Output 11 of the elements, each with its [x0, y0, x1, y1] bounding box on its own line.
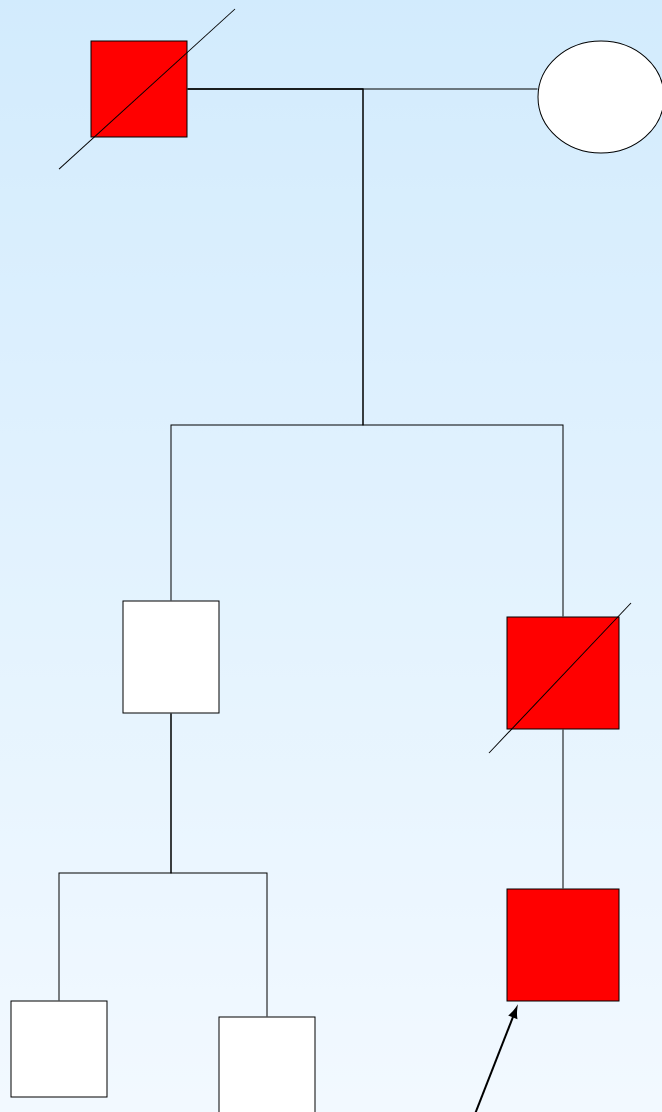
square-symbol	[218, 1016, 316, 1112]
deceased-square-symbol	[488, 602, 632, 754]
square-symbol	[506, 888, 620, 1002]
circle-symbol	[537, 40, 662, 154]
square-symbol	[122, 600, 220, 714]
deceased-square-symbol	[58, 8, 236, 170]
proband-arrow	[474, 1007, 518, 1112]
pedigree-line	[187, 88, 564, 617]
pedigree-line	[562, 729, 564, 889]
pedigree-line	[170, 713, 268, 1017]
square-symbol	[10, 1000, 108, 1098]
